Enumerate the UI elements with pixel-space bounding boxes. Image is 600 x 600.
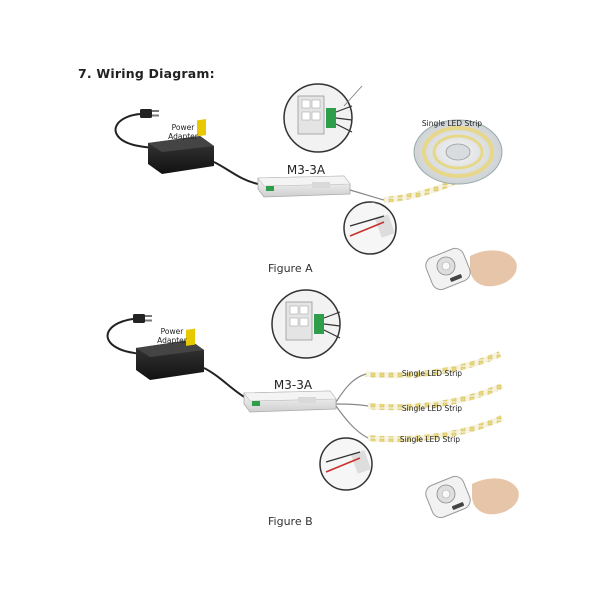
- section-heading: 7. Wiring Diagram:: [78, 66, 215, 81]
- plug-icon-b: [133, 314, 152, 323]
- output-wire-b-3: [335, 405, 369, 439]
- power-adapter: Power Adapter: [148, 119, 214, 174]
- remote-control-a: [425, 247, 517, 291]
- figure-b: Power Adapter M3-3A: [106, 289, 519, 519]
- dc-cable-b: [203, 367, 247, 399]
- dc-cable: [213, 161, 259, 185]
- power-adapter-b-label-2: Adapter: [157, 336, 188, 345]
- wire-zoom: [343, 201, 397, 255]
- strip-label: Single LED Strip: [422, 119, 482, 128]
- controller-m3-3a-b: M3-3A: [243, 378, 337, 413]
- remote-control-b: [425, 475, 519, 519]
- output-wire-b-1: [335, 373, 367, 403]
- figure-a-caption: Figure A: [268, 262, 313, 275]
- callout-line-2: [371, 201, 379, 205]
- led-strip-b-3: Single LED Strip: [367, 415, 504, 444]
- led-reel: Single LED Strip: [413, 119, 503, 185]
- wire-zoom-b: [319, 437, 373, 491]
- led-strip-b-2: Single LED Strip: [367, 383, 504, 413]
- power-adapter-b: Power Adapter: [136, 327, 204, 380]
- strip-label-b-2: Single LED Strip: [402, 404, 462, 413]
- strip-label-b-1: Single LED Strip: [402, 369, 462, 378]
- power-adapter-b-label-1: Power: [161, 327, 185, 336]
- output-wire-b-2: [335, 403, 369, 407]
- controller-label: M3-3A: [287, 163, 326, 177]
- figure-a: Power Adapter M3-3A: [114, 83, 517, 291]
- controller-label-b: M3-3A: [274, 378, 313, 392]
- callout-line: [343, 85, 363, 107]
- plug-icon: [140, 109, 159, 118]
- figure-b-caption: Figure B: [268, 515, 313, 528]
- controller-m3-3a: M3-3A: [257, 163, 351, 198]
- output-wire: [349, 189, 385, 201]
- terminal-zoom: [283, 83, 353, 153]
- strip-label-b-3: Single LED Strip: [400, 435, 460, 444]
- power-adapter-label-1: Power: [172, 123, 196, 132]
- led-strip-b-1: Single LED Strip: [365, 351, 502, 379]
- power-adapter-label-2: Adapter: [168, 132, 199, 141]
- terminal-zoom-b: [271, 289, 341, 359]
